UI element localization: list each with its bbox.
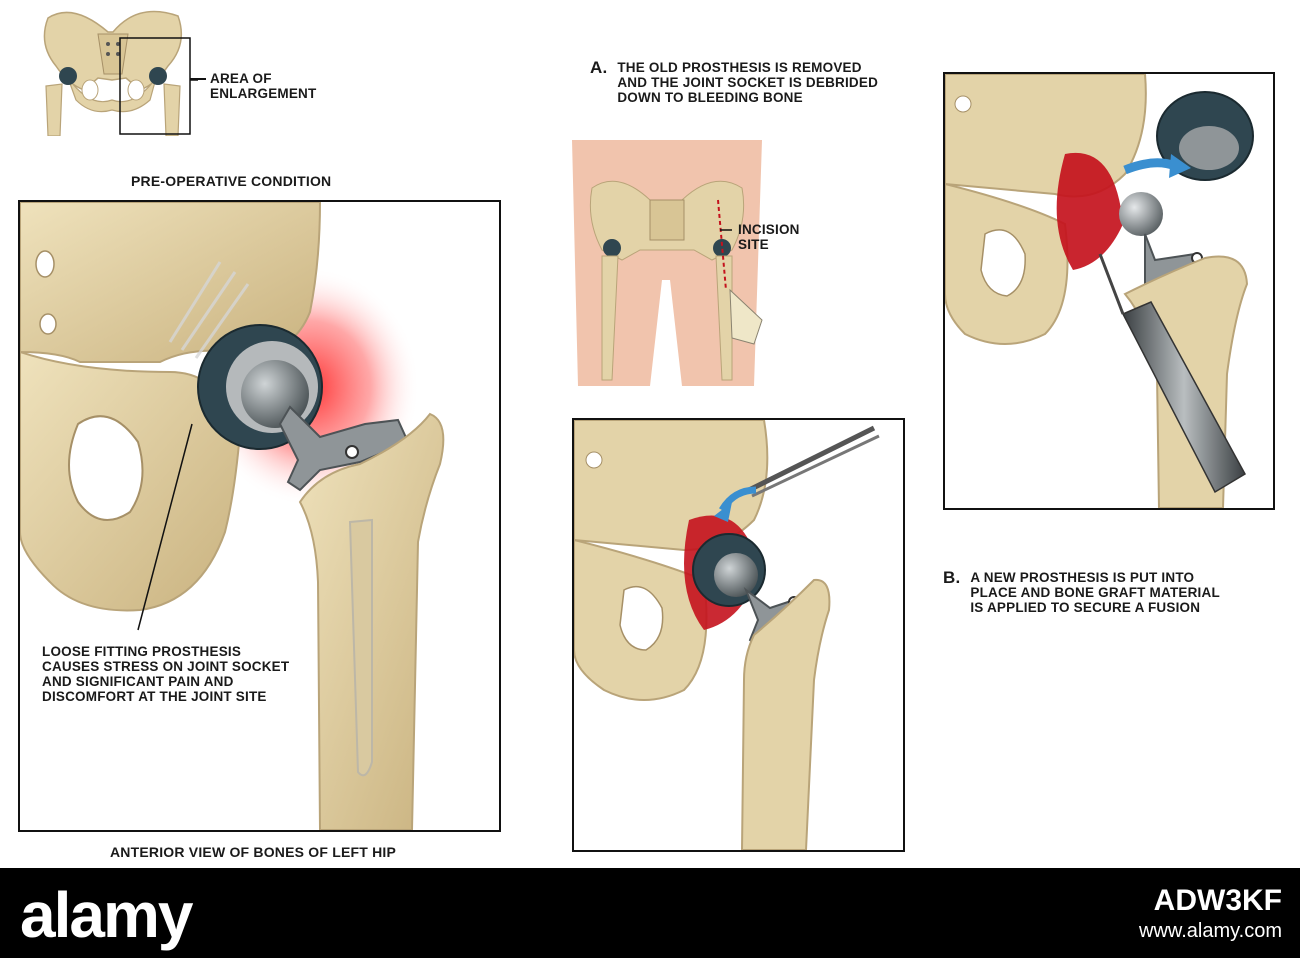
loose-fitting-label: LOOSE FITTING PROSTHESIS CAUSES STRESS O… bbox=[42, 644, 290, 704]
enlargement-leader-line bbox=[190, 78, 206, 80]
step-a-caption: A. THE OLD PROSTHESIS IS REMOVED AND THE… bbox=[590, 58, 879, 105]
image-meta: ADW3KF www.alamy.com bbox=[1139, 884, 1282, 944]
incision-body-figure bbox=[572, 140, 772, 386]
incision-site-label: INCISION SITE bbox=[738, 222, 800, 252]
stock-url: www.alamy.com bbox=[1139, 920, 1282, 942]
step-b-illustration bbox=[943, 72, 1275, 510]
anterior-view-caption: ANTERIOR VIEW OF BONES OF LEFT HIP bbox=[110, 844, 397, 860]
pre-operative-title: PRE-OPERATIVE CONDITION bbox=[131, 173, 332, 189]
step-b-caption: B. A NEW PROSTHESIS IS PUT INTO PLACE AN… bbox=[943, 568, 1220, 615]
step-b-letter: B. bbox=[943, 568, 961, 587]
image-id: ADW3KF bbox=[1153, 884, 1282, 917]
step-a-letter: A. bbox=[590, 58, 608, 77]
pre-operative-illustration: LOOSE FITTING PROSTHESIS CAUSES STRESS O… bbox=[18, 200, 501, 832]
area-of-enlargement-label: AREA OF ENLARGEMENT bbox=[210, 71, 317, 101]
stock-footer-bar: alamy ADW3KF www.alamy.com bbox=[0, 868, 1300, 958]
alamy-logo: alamy bbox=[20, 879, 193, 951]
step-a-illustration bbox=[572, 418, 905, 852]
pelvis-thumbnail bbox=[28, 4, 198, 136]
